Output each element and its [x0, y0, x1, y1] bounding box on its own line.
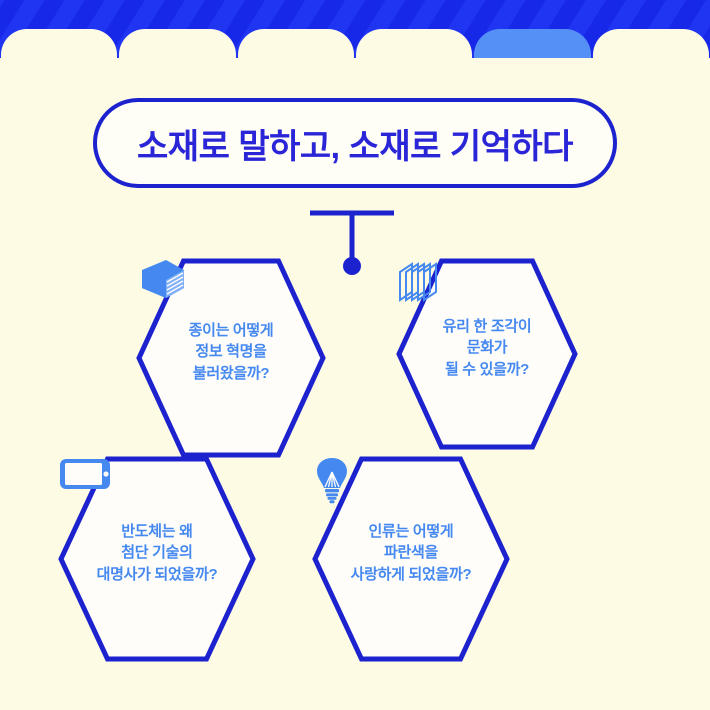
title-banner: 소재로 말하고, 소재로 기억하다: [93, 98, 617, 188]
top-striped-band: [0, 0, 710, 58]
tab-3[interactable]: [237, 29, 354, 58]
hexagon-outline: [136, 258, 326, 458]
tab-2[interactable]: [119, 29, 236, 58]
tab-1[interactable]: [1, 29, 118, 58]
tab-strip: [0, 29, 710, 58]
connector-line: [310, 210, 394, 275]
tab-5-active[interactable]: [474, 29, 591, 58]
tab-6[interactable]: [592, 29, 709, 58]
topic-hex-paper[interactable]: 종이는 어떻게 정보 혁명을 불러왔을까?: [136, 258, 326, 458]
hexagon-outline: [396, 258, 578, 450]
hexagon-outline: [58, 456, 256, 662]
topic-hex-semiconductor[interactable]: 반도체는 왜 첨단 기술의 대명사가 되었을까?: [58, 456, 256, 662]
page-title: 소재로 말하고, 소재로 기억하다: [137, 127, 573, 166]
hexagon-outline: [312, 456, 510, 662]
topic-hex-blue[interactable]: 인류는 어떻게 파란색을 사랑하게 되었을까?: [312, 456, 510, 662]
topic-label-glass: 유리 한 조각이 문화가 될 수 있을까?: [442, 318, 532, 378]
topic-label-paper: 종이는 어떻게 정보 혁명을 불러왔을까?: [188, 322, 274, 382]
topic-label-semiconductor: 반도체는 왜 첨단 기술의 대명사가 되었을까?: [96, 523, 218, 583]
topic-label-blue: 인류는 어떻게 파란색을 사랑하게 되었을까?: [350, 523, 472, 583]
tab-4[interactable]: [355, 29, 473, 58]
topic-hex-glass[interactable]: 유리 한 조각이 문화가 될 수 있을까?: [396, 258, 578, 450]
